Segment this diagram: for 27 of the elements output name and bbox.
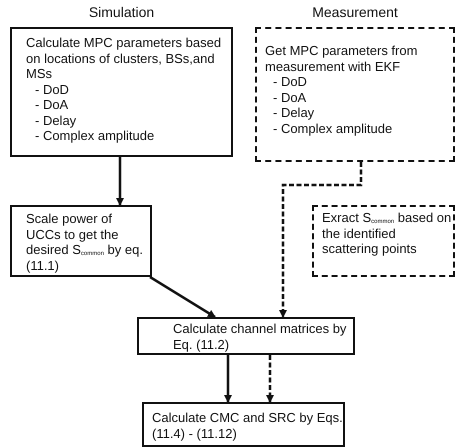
- list-item: - Delay: [272, 105, 316, 120]
- step-text: Scale power of UCCs to get the desired S$_{common}$ by eq. (11.1): [26, 211, 144, 273]
- list-item: - DoA: [34, 97, 70, 112]
- arrow: [266, 355, 274, 403]
- process-box: [142, 402, 345, 447]
- process-box: [255, 27, 455, 162]
- arrow: [116, 157, 124, 206]
- list-item: - Complex amplitude: [34, 128, 156, 144]
- arrow: [224, 355, 232, 403]
- list-item: - DoD: [272, 74, 308, 90]
- step-text: Calculate channel matrices by Eq. (11.2): [173, 321, 348, 352]
- step-text: Exract S$_{common}$ based on the identified scattering points: [322, 210, 452, 256]
- column-heading: Simulation: [88, 4, 156, 20]
- list-item: - DoD: [34, 82, 70, 97]
- step-text: Calculate CMC and SRC by Eqs. (11.4) - (11.12): [152, 410, 343, 441]
- process-box: [312, 205, 455, 277]
- column-heading: Measurement: [311, 4, 399, 20]
- process-box: [137, 317, 355, 355]
- arrow: [149, 276, 216, 318]
- arrow: [279, 162, 362, 318]
- process-box: [10, 27, 233, 157]
- list-item: - Complex amplitude: [272, 120, 394, 136]
- list-item: - Delay: [34, 112, 78, 128]
- process-box: [10, 205, 152, 277]
- step-text: Calculate MPC parameters based on locations of clusters, BSs,and MSs: [26, 35, 222, 82]
- step-text: Get MPC parameters from measurement with EKF: [265, 43, 418, 74]
- list-item: - DoA: [272, 90, 308, 105]
